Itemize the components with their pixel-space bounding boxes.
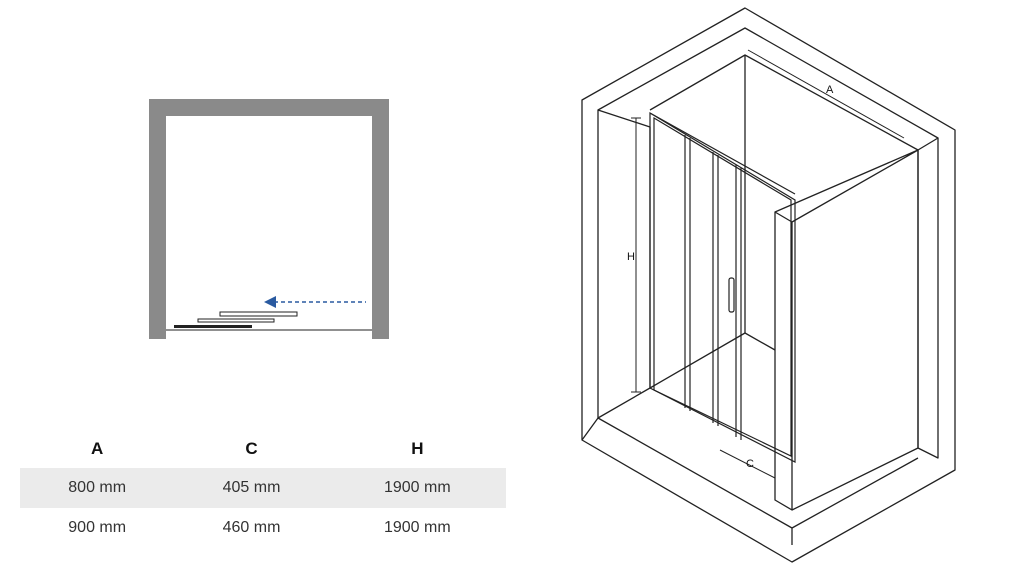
- plan-door-panels: [174, 311, 298, 328]
- isometric-enclosure-diagram: A H C: [581, 7, 956, 563]
- header-a: A: [91, 439, 104, 458]
- dimension-c-label: C: [746, 458, 754, 470]
- dimension-h-label: H: [627, 251, 635, 263]
- plan-walls: [149, 99, 389, 339]
- cell-a: 800 mm: [20, 468, 175, 508]
- wall-inner-left: [597, 109, 651, 419]
- sliding-door: [649, 111, 796, 463]
- wall-inner-top: [597, 27, 939, 151]
- partition-wall: [774, 149, 919, 511]
- wall-outline-outer: [581, 7, 956, 563]
- table-row: 900 mm 460 mm 1900 mm: [20, 508, 506, 548]
- cell-a: 900 mm: [68, 519, 127, 536]
- dimension-c-line: [719, 449, 776, 479]
- header-c: C: [245, 439, 258, 458]
- door-handle: [728, 277, 735, 313]
- table-row: 800 mm 405 mm 1900 mm: [20, 468, 506, 508]
- table-header-row: A C H: [20, 430, 506, 468]
- header-h: H: [411, 439, 424, 458]
- dimension-lines: [631, 49, 905, 479]
- plan-view-diagram: [149, 99, 389, 339]
- dimension-a-label: A: [826, 84, 834, 96]
- cell-h: 1900 mm: [328, 468, 506, 508]
- cell-c: 405 mm: [174, 468, 329, 508]
- cell-c: 460 mm: [222, 519, 281, 536]
- sliding-direction-arrow: [264, 296, 366, 308]
- dimensions-table: A C H 800 mm 405 mm 1900 mm 900 mm 460 m…: [20, 430, 506, 548]
- dimension-a-line: [747, 49, 905, 139]
- wall-inner-right: [917, 138, 939, 459]
- cell-h: 1900 mm: [383, 519, 451, 536]
